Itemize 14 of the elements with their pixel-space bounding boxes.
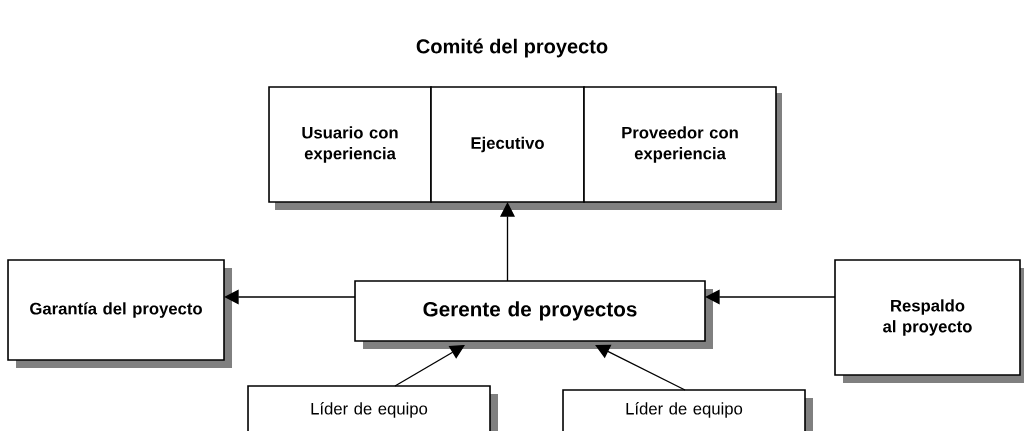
org-box: Respaldo al proyecto xyxy=(834,259,1024,383)
org-box: Ejecutivo xyxy=(430,86,585,203)
org-box: Líder de equipo xyxy=(562,389,813,431)
org-box: Garantía del proyecto xyxy=(7,259,232,368)
org-box: Proveedor con experiencia xyxy=(583,86,777,203)
arrow xyxy=(224,289,356,305)
org-box: Usuario con experiencia xyxy=(268,86,432,203)
arrow xyxy=(705,289,836,305)
arrow xyxy=(394,345,465,387)
org-box: Líder de equipo xyxy=(247,385,498,431)
org-box: Gerente de proyectos xyxy=(354,280,713,349)
arrow xyxy=(595,344,686,391)
title: Comité del proyecto xyxy=(416,38,608,58)
arrow xyxy=(500,202,515,282)
